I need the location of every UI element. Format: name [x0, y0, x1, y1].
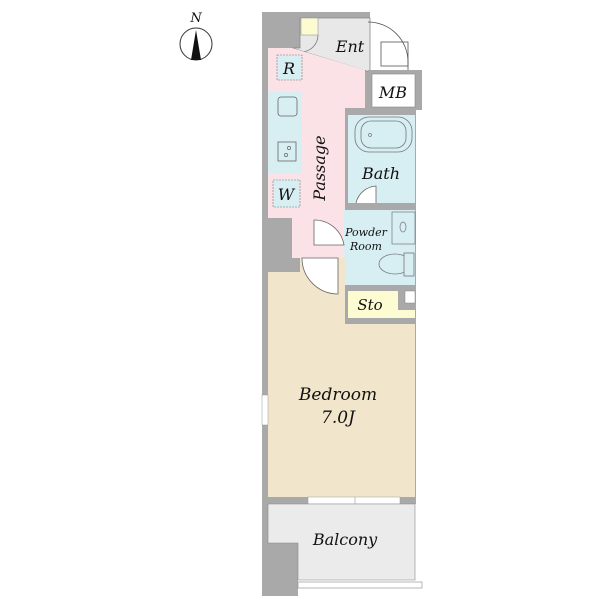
- toilet-icon: [378, 252, 415, 277]
- north-arrow-icon: [191, 30, 201, 60]
- bedroom-window: [261, 394, 269, 426]
- stove-icon: [277, 141, 297, 162]
- shoe-box: [300, 17, 319, 36]
- entrance-label: Ent: [335, 37, 365, 56]
- bath-area: [348, 115, 415, 203]
- storage-area: [348, 291, 415, 318]
- bath-label: Bath: [361, 164, 400, 183]
- powder-room-label-1: Powder: [344, 226, 388, 239]
- bedroom-area: [268, 258, 415, 497]
- sink-icon: [277, 96, 298, 117]
- refrigerator-label: R: [282, 59, 295, 78]
- washbasin-icon: [391, 211, 416, 245]
- balcony-area: [267, 503, 416, 581]
- meter-box-label: MB: [378, 83, 407, 102]
- balcony-sliding-door[interactable]: [307, 496, 401, 505]
- compass-north-label: N: [189, 11, 202, 26]
- powder-room-door[interactable]: [313, 219, 345, 246]
- bedroom-door[interactable]: [301, 257, 339, 295]
- bedroom-label: Bedroom: [298, 385, 377, 405]
- washer-space: [272, 179, 301, 208]
- washer-label: W: [278, 185, 296, 204]
- pipe-space: [404, 290, 416, 304]
- bath-door[interactable]: [355, 185, 377, 204]
- meter-box: [371, 73, 416, 108]
- powder-room-label-2: Room: [349, 240, 382, 253]
- bedroom-size-label: 7.0J: [321, 408, 356, 428]
- balcony-wall-block: [262, 543, 298, 596]
- balcony-railing: [297, 581, 423, 589]
- north-compass: N: [179, 11, 213, 61]
- front-door[interactable]: [367, 21, 409, 70]
- refrigerator-space: [276, 54, 303, 81]
- balcony-label: Balcony: [312, 530, 378, 549]
- storage-label: Sto: [357, 296, 382, 314]
- passage-label: Passage: [310, 135, 329, 201]
- bathtub-icon: [354, 116, 413, 153]
